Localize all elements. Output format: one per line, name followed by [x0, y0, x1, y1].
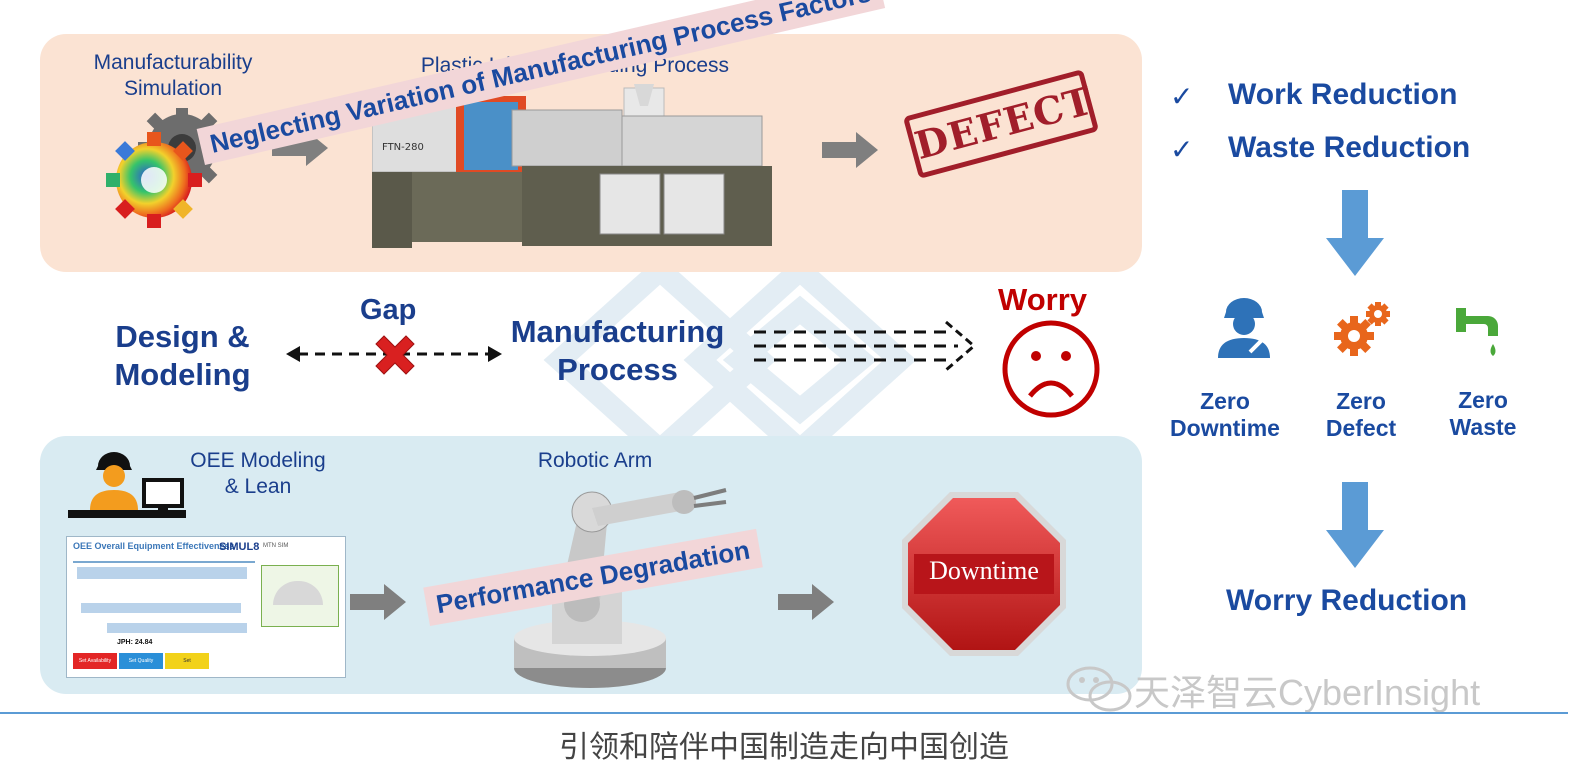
gears-icon [1334, 302, 1390, 356]
oee-set-performance-button[interactable]: Set [165, 653, 209, 669]
gap-cross-icon [375, 335, 415, 375]
flow-arrow-2 [822, 132, 878, 168]
injection-molding-machine-image: FTN-280 [372, 84, 772, 248]
robotic-arm-label: Robotic Arm [537, 449, 653, 472]
oee-screen-logo-2: MTN SIM [263, 543, 289, 549]
sad-face-icon [1002, 320, 1100, 418]
manufacturing-process-label: Manufacturing Process [510, 314, 725, 387]
worker-at-computer-icon [68, 452, 186, 518]
work-reduction-label: Work Reduction [1228, 78, 1458, 111]
simulation-label: Manufacturability Simulation [93, 51, 253, 100]
oee-screen-logo: SIMUL8 [219, 541, 260, 553]
oee-set-quality-button[interactable]: Set Quality [119, 653, 163, 669]
worry-reduction-label: Worry Reduction [1226, 584, 1468, 617]
oee-set-availability-button[interactable]: Set Availability [73, 653, 117, 669]
machine-brand-text: FTN-280 [382, 142, 424, 153]
downtime-stop-sign-icon [902, 492, 1066, 656]
faucet-drop-icon [1456, 308, 1498, 356]
footer-divider [0, 712, 1568, 714]
gap-label: Gap [360, 294, 417, 326]
oee-screen-title: OEE Overall Equipment Effectiveness [73, 541, 235, 551]
down-arrow-1 [1326, 190, 1384, 276]
worker-wrench-icon [1218, 298, 1274, 358]
oee-jph-readout: JPH: 24.84 [117, 639, 153, 646]
down-arrow-2 [1326, 482, 1384, 568]
footer-slogan: 引领和陪伴中国制造走向中国创造 [559, 731, 1009, 764]
flow-arrow-3 [350, 584, 406, 620]
brand-watermark: 天泽智云CyberInsight [1134, 672, 1481, 713]
check-icon-2: ✓ [1170, 134, 1194, 165]
flow-arrow-4 [778, 584, 834, 620]
check-icon-1: ✓ [1170, 81, 1194, 112]
worry-dashed-arrow [754, 320, 977, 372]
downtime-sign-text: Downtime [929, 556, 1039, 585]
oee-modeling-label: OEE Modeling & Lean [190, 449, 326, 498]
oee-simulation-screenshot: OEE Overall Equipment Effectiveness SIMU… [66, 536, 346, 678]
wechat-icon [1066, 666, 1132, 712]
waste-reduction-label: Waste Reduction [1228, 131, 1471, 164]
worry-label: Worry [998, 282, 1088, 317]
design-modeling-label: Design & Modeling [114, 319, 251, 392]
